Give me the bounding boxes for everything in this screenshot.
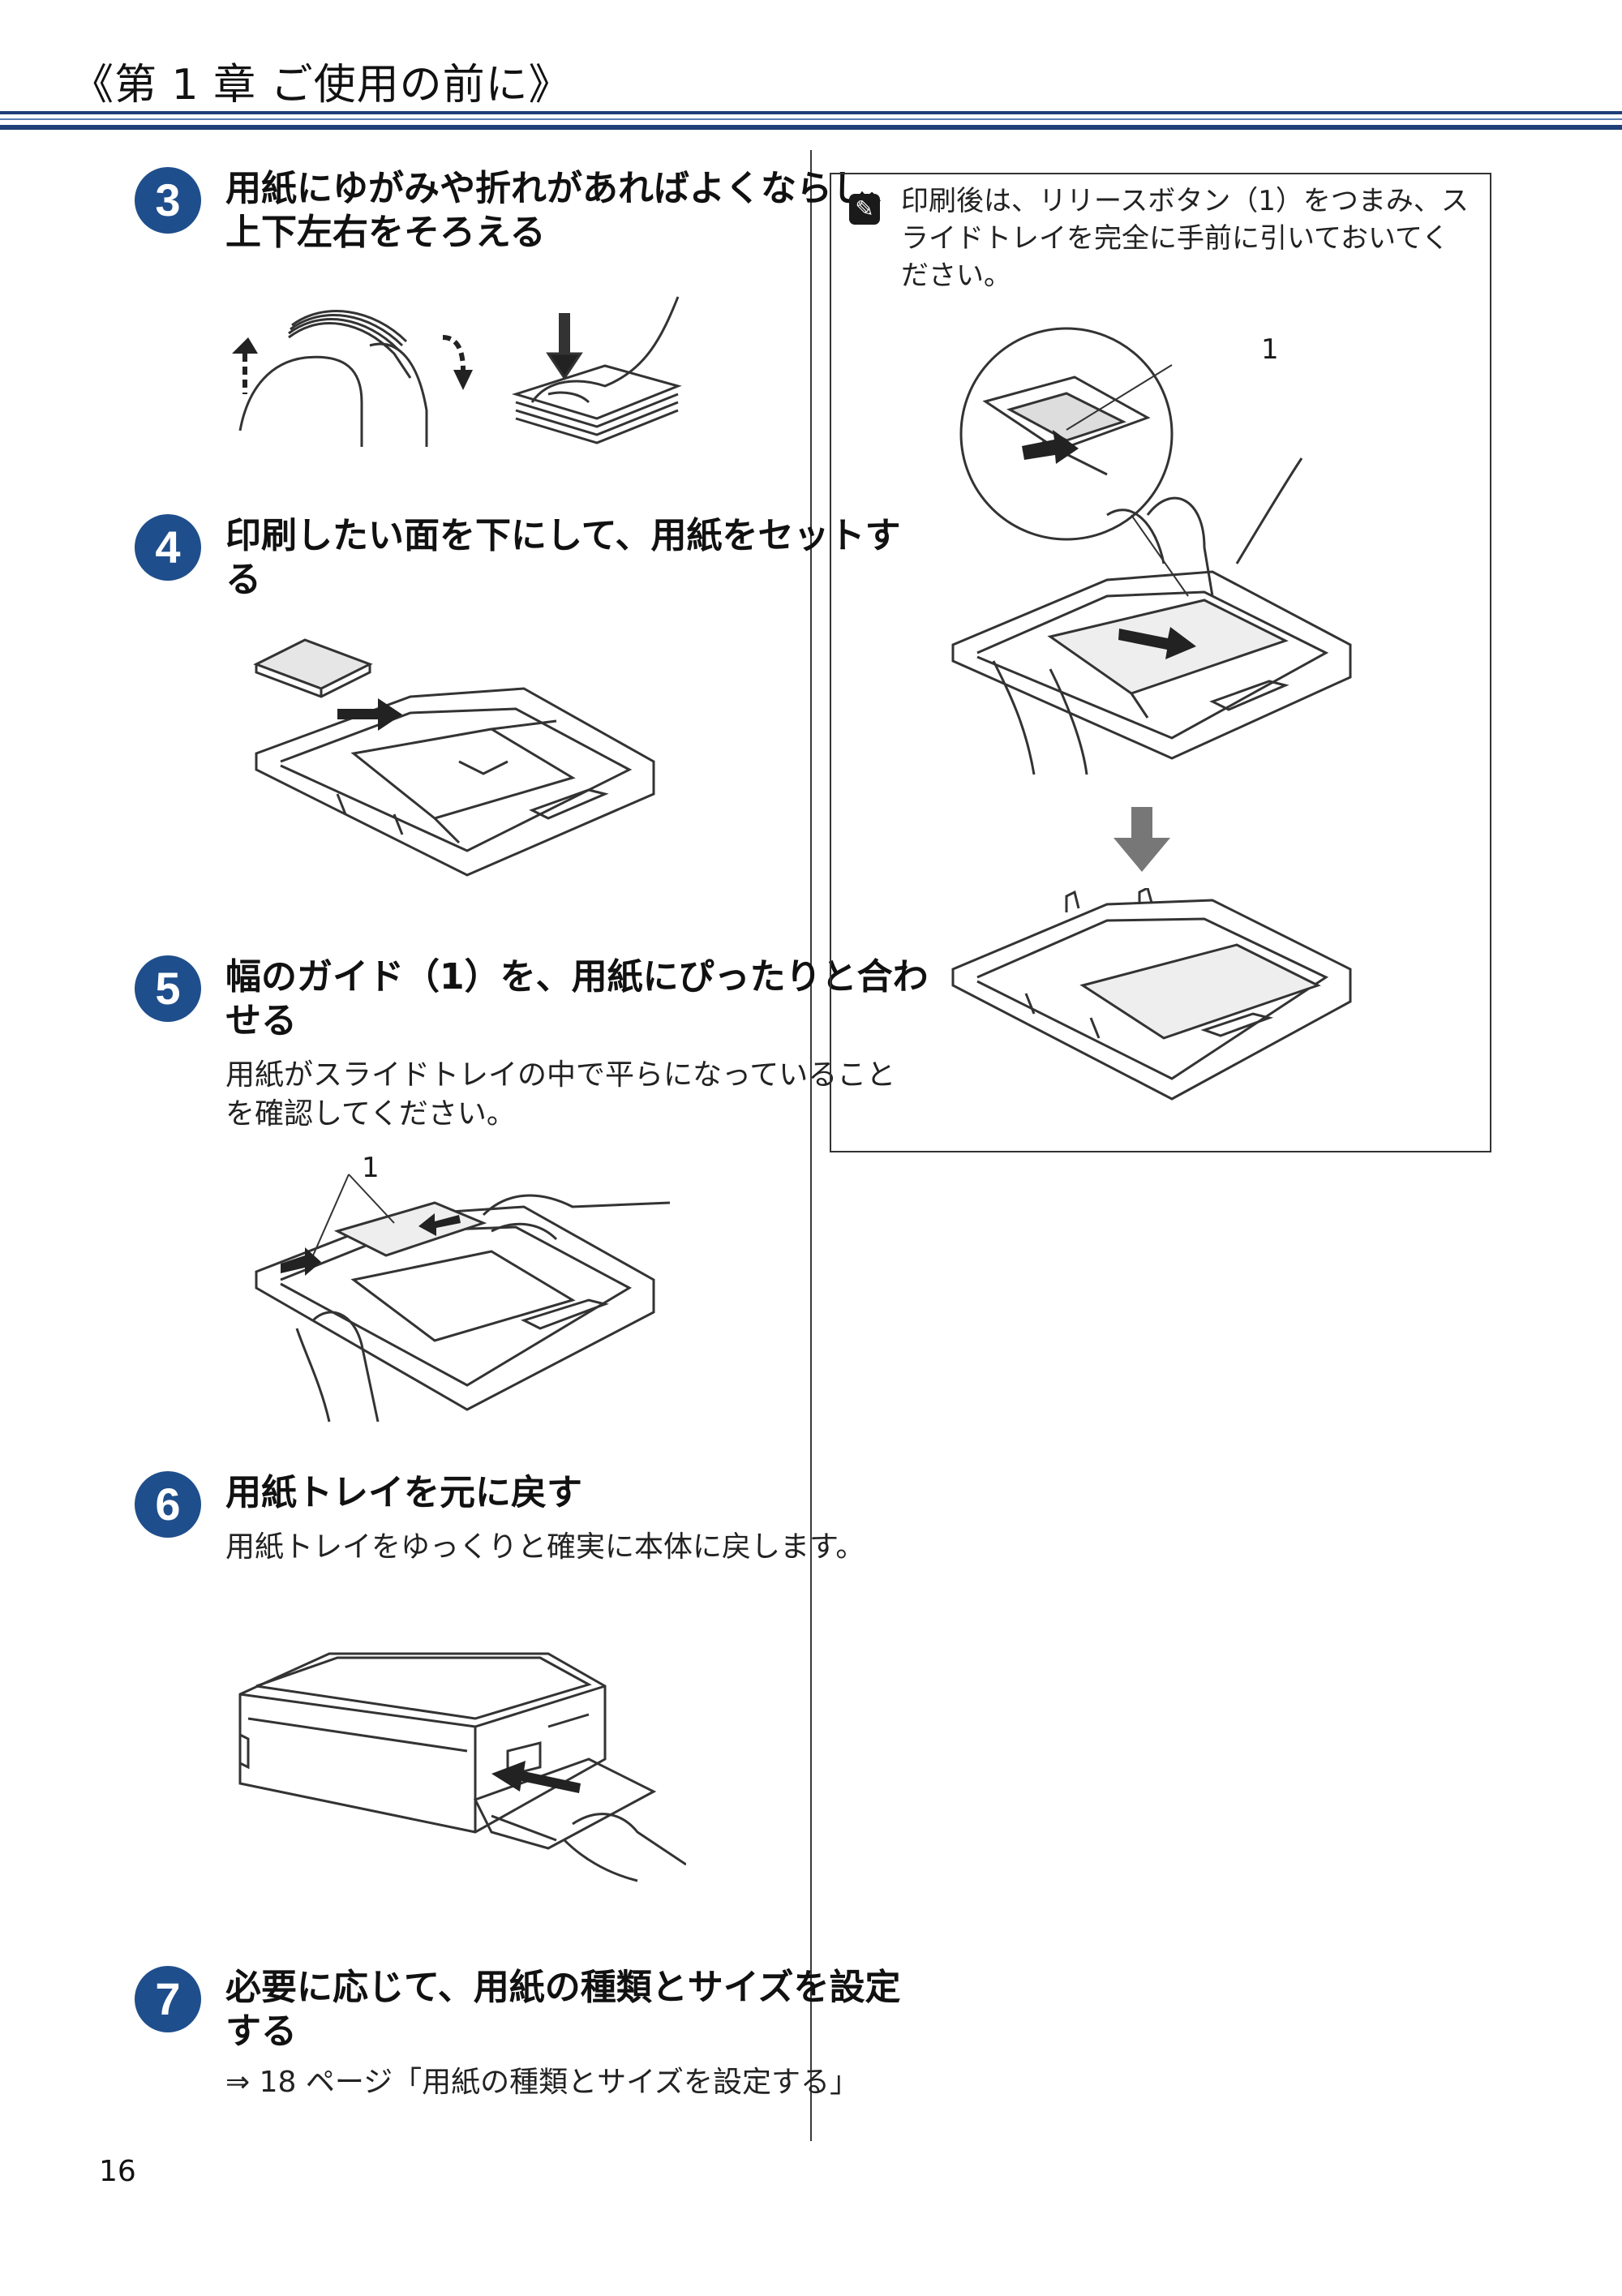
note-box: ✎ 印刷後は、リリースボタン（1）をつまみ、スライドトレイを完全に手前に引いてお… — [830, 173, 1491, 1152]
step-3: 3 用紙にゆがみや折れがあればよくならし、上下左右をそろえる — [135, 167, 903, 508]
step-4: 4 印刷したい面を下にして、用紙をセットする — [135, 514, 900, 903]
header-rule-middle — [0, 118, 1622, 120]
step-description: 用紙がスライドトレイの中で平らになっていることを確認してください。 — [225, 1058, 896, 1131]
header-rule-bottom — [0, 125, 1622, 130]
step-5: 5 幅のガイド（1）を、用紙にぴったりと合わせる 用紙がスライドトレイの中で平ら… — [135, 955, 929, 1426]
tray-load-paper-illustration — [248, 632, 670, 891]
header-rule-top — [0, 111, 1622, 114]
step-7: 7 必要に応じて、用紙の種類とサイズを設定する ⇒ 18 ページ「用紙の種類とサ… — [135, 1966, 900, 2152]
release-button-illustration — [945, 320, 1383, 775]
note-pencil-icon: ✎ — [849, 194, 880, 225]
width-guide-illustration — [248, 1158, 751, 1426]
column-divider — [810, 150, 812, 2141]
tray-pulled-out-illustration — [945, 888, 1383, 1131]
down-arrow-icon — [1114, 807, 1170, 875]
step-number-badge: 3 — [135, 167, 201, 234]
step-number-badge: 4 — [135, 514, 201, 581]
step-description: 用紙トレイをゆっくりと確実に本体に戻します。 — [225, 1530, 865, 1564]
step-number-badge: 7 — [135, 1966, 201, 2032]
step-number-badge: 5 — [135, 955, 201, 1022]
paper-fanning-illustration — [224, 289, 710, 451]
step-title: 用紙にゆがみや折れがあればよくならし、上下左右をそろえる — [225, 168, 903, 253]
printer-insert-tray-illustration — [232, 1637, 686, 1897]
step-title: 必要に応じて、用紙の種類とサイズを設定する — [225, 1967, 901, 2052]
page-number: 16 — [99, 2155, 136, 2188]
page-reference-link[interactable]: ⇒ 18 ページ「用紙の種類とサイズを設定する」 — [225, 2066, 860, 2099]
note-text: 印刷後は、リリースボタン（1）をつまみ、スライドトレイを完全に手前に引いておいて… — [901, 185, 1469, 292]
step-title: 用紙トレイを元に戻す — [225, 1472, 582, 1513]
step-number-badge: 6 — [135, 1471, 201, 1538]
step-title: 幅のガイド（1）を、用紙にぴったりと合わせる — [225, 956, 929, 1041]
step-6: 6 用紙トレイを元に戻す 用紙トレイをゆっくりと確実に本体に戻します。 — [135, 1471, 865, 1925]
callout-number: 1 — [362, 1152, 380, 1184]
callout-number: 1 — [1261, 333, 1279, 366]
page-title: 《第 1 章 ご使用の前に》 — [71, 61, 572, 109]
step-title: 印刷したい面を下にして、用紙をセットする — [225, 515, 901, 600]
